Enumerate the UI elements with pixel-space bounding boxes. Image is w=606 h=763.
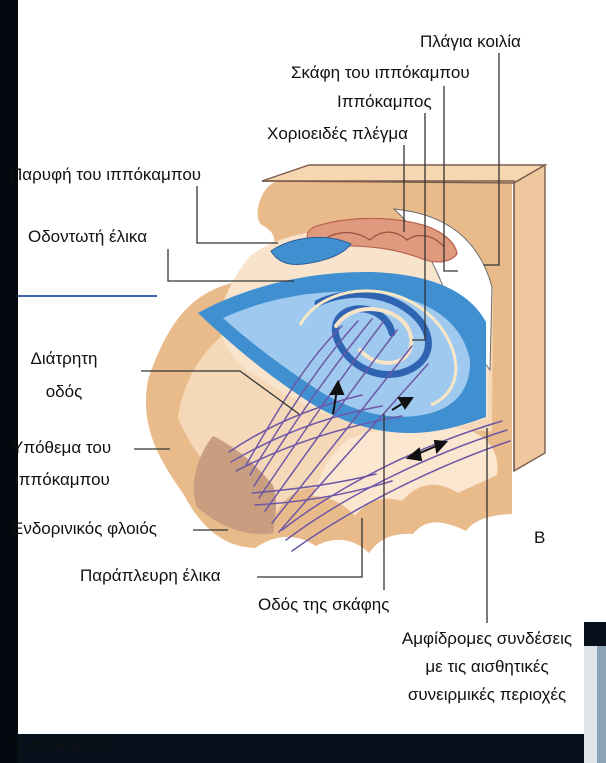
- entorhinal-cortex-label: Ενδορινικός φλοιός: [12, 519, 157, 539]
- reciprocal-connections-line-3: συνειρμικές περιοχές: [381, 685, 593, 705]
- fimbria-label: Παρυφή του ιππόκαμπου: [10, 165, 201, 185]
- hippocampus-label: Ιππόκαμπος: [337, 92, 432, 112]
- block-right-face: [514, 165, 545, 471]
- subiculum-label-line-2: ιππόκαμπου: [15, 470, 110, 490]
- perforant-path-label-line-1: Διάτρητη: [20, 349, 108, 369]
- parahippocampal-gyrus-label: Παράπλευρη έλικα: [80, 566, 221, 586]
- section-letter-b: B: [534, 528, 545, 548]
- perforant-path-label-line-2: οδός: [20, 382, 108, 402]
- choroid-plexus-label: Χοριοειδές πλέγμα: [267, 124, 408, 144]
- subiculum-label-line-1: Υπόθεμα του: [12, 438, 111, 458]
- reciprocal-connections-line-2: με τις αισθητικές: [381, 657, 593, 677]
- left-edge-shadow: [0, 0, 18, 763]
- dentate-gyrus-label: Οδοντωτή έλικα: [28, 227, 147, 247]
- caption-fragment: ν ιπποκάμπων.: [15, 736, 117, 756]
- right-bottom-blue-edge: [597, 646, 606, 763]
- alvear-path-label: Οδός της σκάφης: [258, 595, 389, 615]
- reciprocal-connections-line-1: Αμφίδρομες συνδέσεις: [381, 629, 593, 649]
- alveus-label: Σκάφη του ιππόκαμπου: [291, 63, 470, 83]
- lateral-ventricle-label: Πλάγια κοιλία: [420, 32, 521, 52]
